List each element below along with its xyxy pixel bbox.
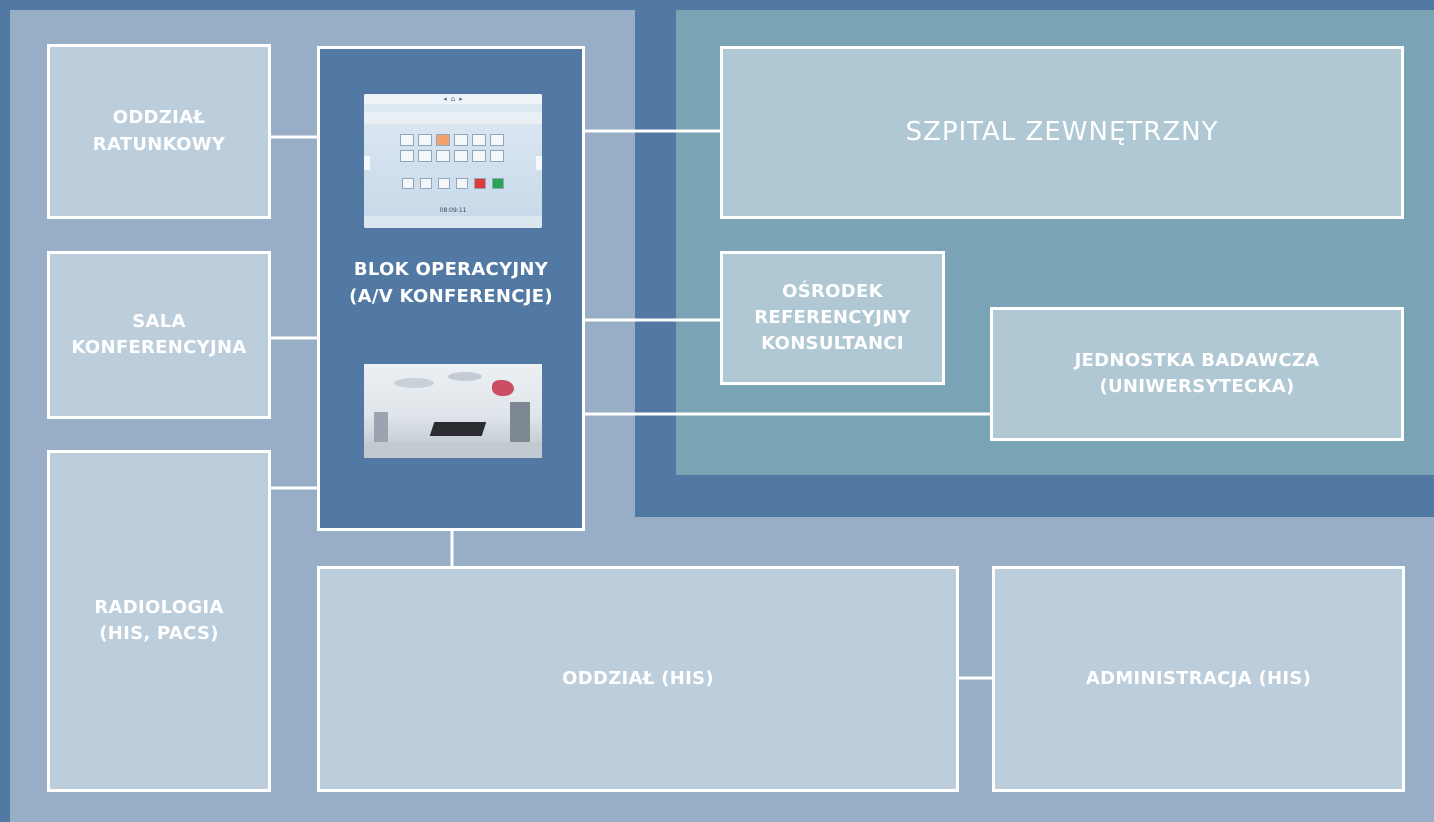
tablet-status-row [364,112,542,124]
table-position-icon [436,134,450,146]
table-position-icon [472,150,486,162]
equipment-cart [510,402,530,444]
node-emergency: ODDZIAŁ RATUNKOWY [47,44,271,219]
tablet-side-right [536,156,542,170]
node-emergency-label: ODDZIAŁ RATUNKOWY [92,107,226,155]
node-operating-block-label: BLOK OPERACYJNY (A/V KONFERENCJE) [349,259,553,307]
node-conference-room-label: SALA KONFERENCYJNA [71,310,247,358]
tablet-position-grid [400,134,510,162]
function-icon [438,178,450,189]
node-ward: ODDZIAŁ (HIS) [317,566,959,792]
node-conference-room: SALA KONFERENCYJNA [47,251,271,419]
node-radiology-label: RADIOLOGIA (HIS, PACS) [94,596,224,644]
table-position-icon [400,134,414,146]
operating-room-image [364,364,542,458]
table-position-icon [472,134,486,146]
red-decoration [492,380,514,396]
function-icon [420,178,432,189]
surgical-lamp [394,378,434,388]
table-position-icon [418,134,432,146]
tablet-side-left [364,156,370,170]
node-radiology: RADIOLOGIA (HIS, PACS) [47,450,271,792]
control-tablet-image: ◂ ⌂ ▸ 08:09:11 [364,94,542,228]
tablet-home-icon: ⌂ [450,95,456,103]
node-ward-label: ODDZIAŁ (HIS) [562,667,714,689]
surgical-lamp [448,372,482,381]
tablet-function-row [402,178,512,189]
tablet-topbar: ◂ ⌂ ▸ [364,94,542,104]
node-administration-label: ADMINISTRACJA (HIS) [1085,667,1312,689]
table-position-icon [418,150,432,162]
table-position-icon [490,150,504,162]
node-reference-center: OŚRODEK REFERENCYJNY KONSULTANCI [720,251,945,385]
table-position-icon [454,134,468,146]
function-icon [474,178,486,189]
node-reference-center-label: OŚRODEK REFERENCYJNY KONSULTANCI [754,280,911,355]
function-icon [402,178,414,189]
function-icon [492,178,504,189]
tablet-bottombar [364,216,542,228]
node-external-hospital: SZPITAL ZEWNĘTRZNY [720,46,1404,219]
table-position-icon [454,150,468,162]
equipment-cart [374,412,388,442]
function-icon [456,178,468,189]
node-administration: ADMINISTRACJA (HIS) [992,566,1405,792]
table-position-icon [400,150,414,162]
node-research-unit-label: JEDNOSTKA BADAWCZA (UNIWERSYTECKA) [1074,349,1320,397]
tablet-clock: 08:09:11 [439,207,467,214]
tablet-left-arrow-icon: ◂ [443,95,447,103]
table-position-icon [436,150,450,162]
node-research-unit: JEDNOSTKA BADAWCZA (UNIWERSYTECKA) [990,307,1404,441]
tablet-right-arrow-icon: ▸ [459,95,463,103]
node-external-hospital-label: SZPITAL ZEWNĘTRZNY [905,116,1219,147]
room-floor [364,442,542,458]
table-position-icon [490,134,504,146]
operating-table [429,422,487,436]
